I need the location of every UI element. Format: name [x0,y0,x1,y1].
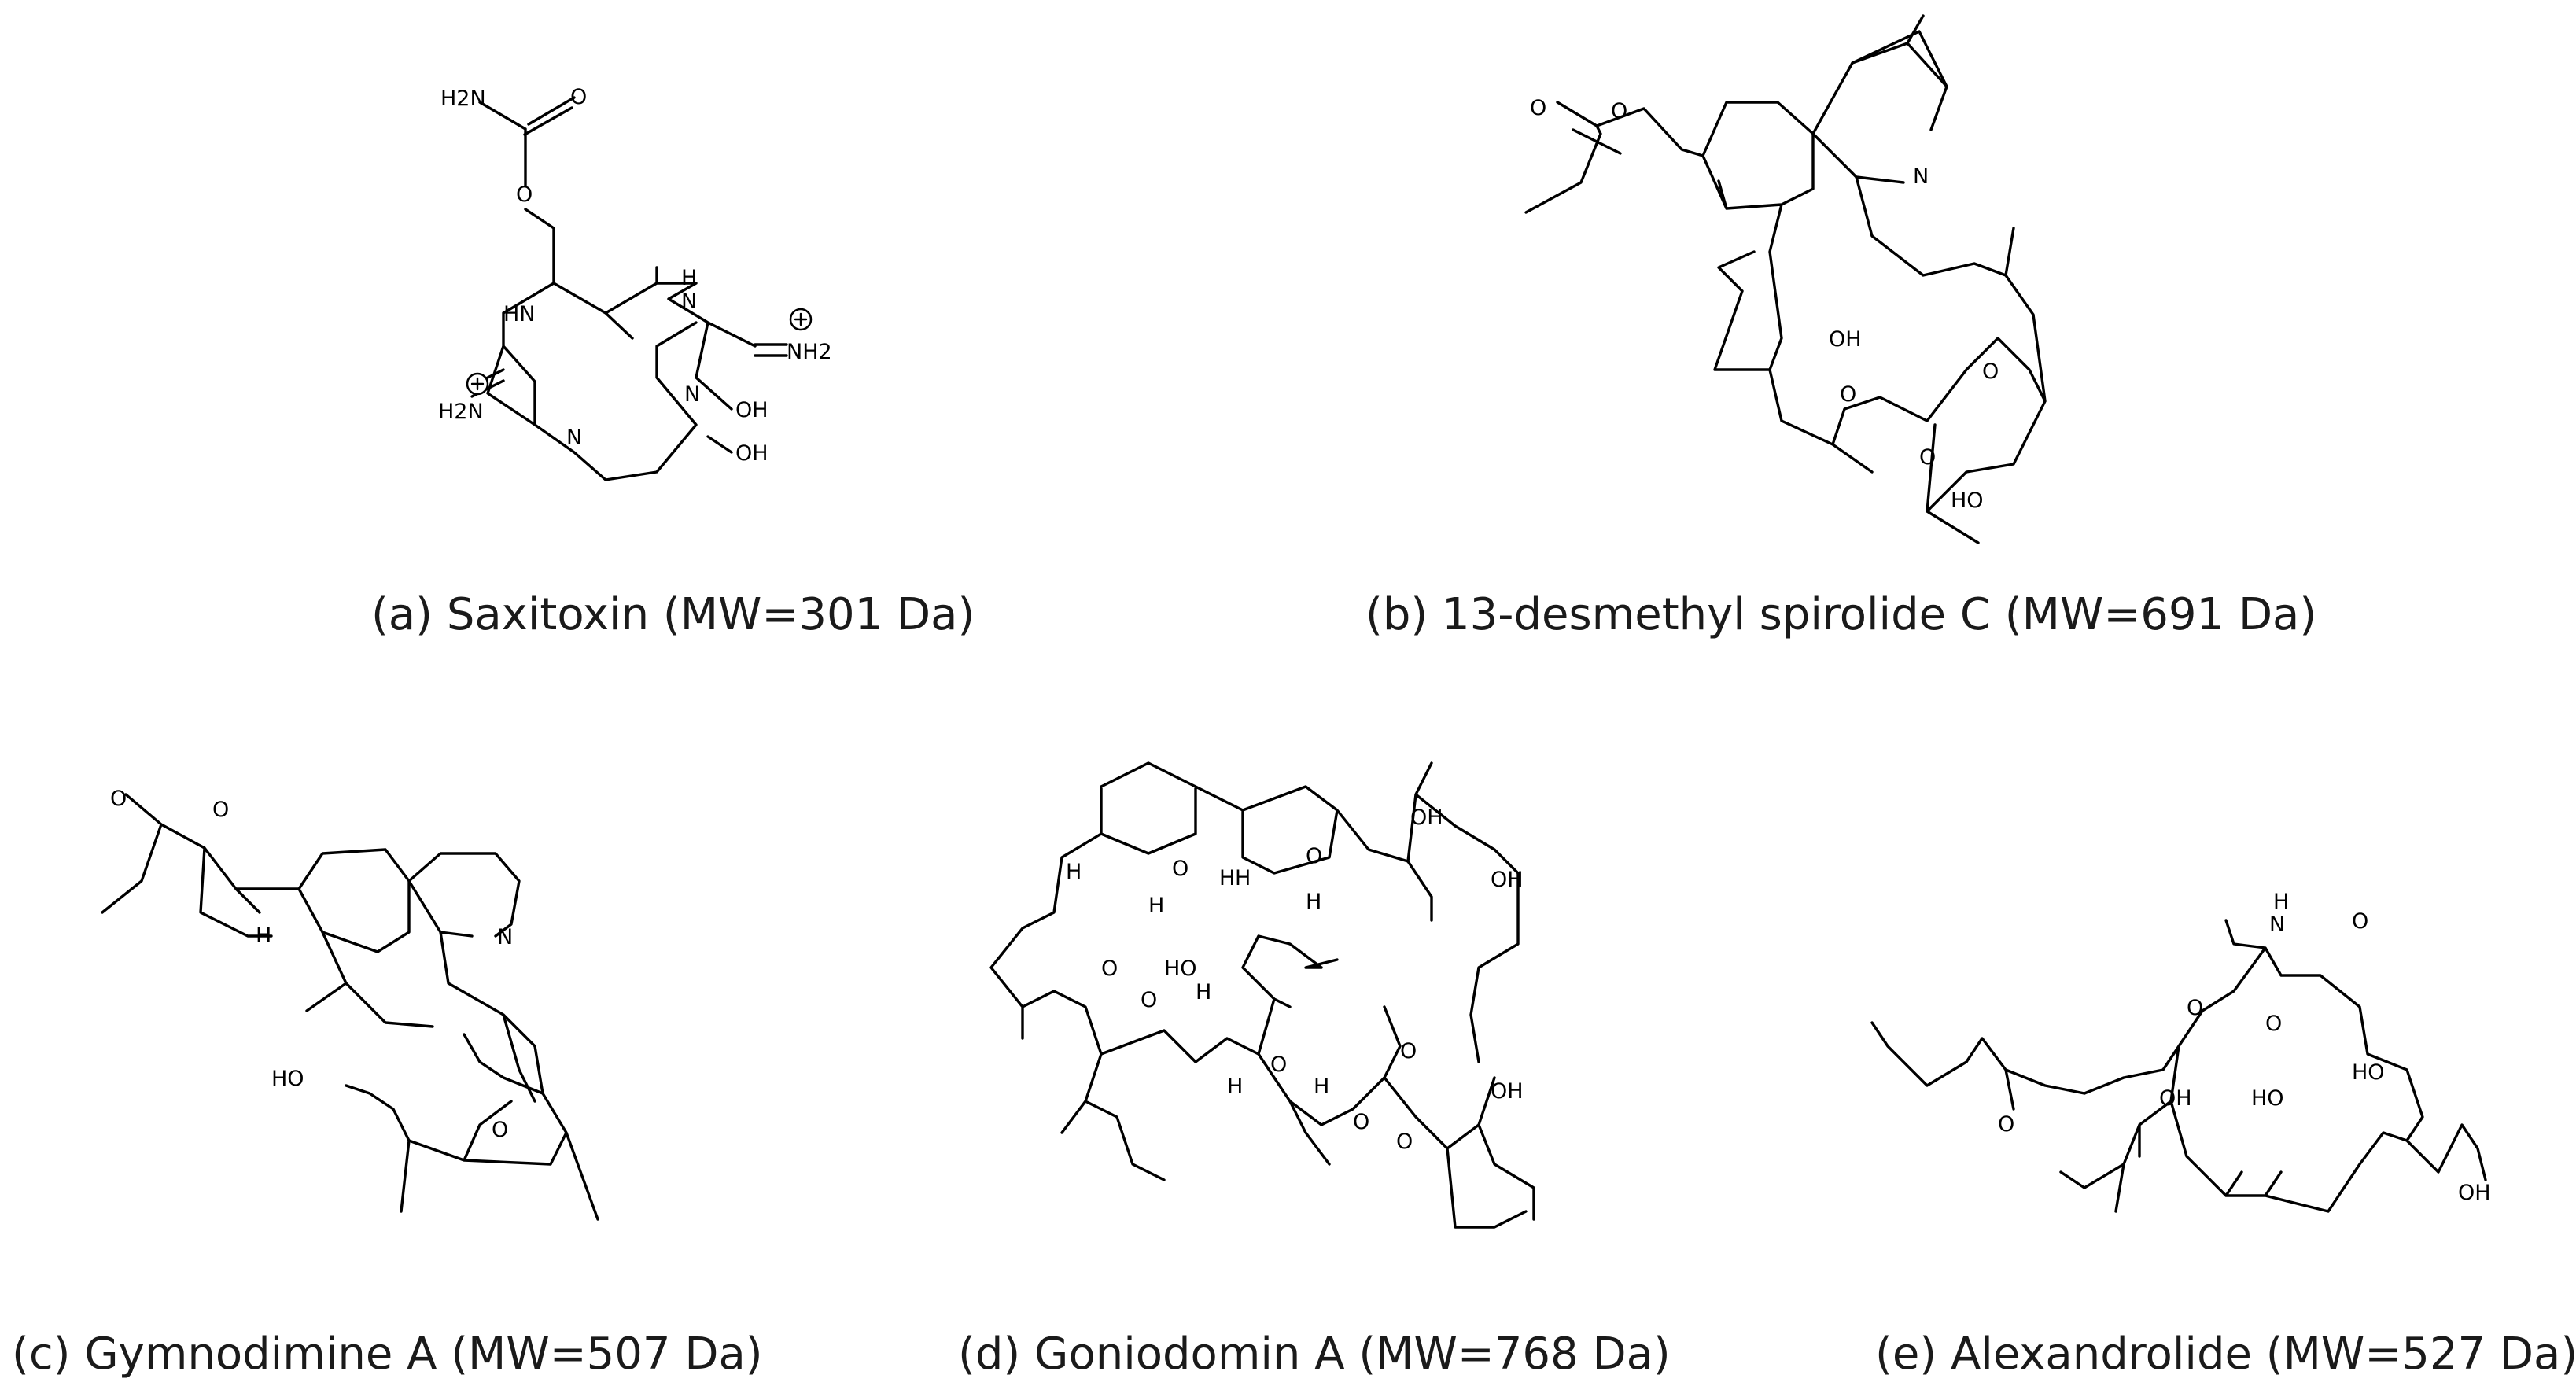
atom-oh-top-1: OH [1410,805,1443,830]
atom-h-right: H [681,266,697,290]
atom-hn-left: HN [503,302,536,326]
gymnodimine-structure [101,793,599,1221]
atom-o-pyran-top: O [1172,857,1188,881]
caption-d: (d) Goniodomin A (MW=768 Da) [958,1329,1671,1380]
atom-h-1: H [1066,860,1082,884]
atom-o-ketone: O [1998,1112,2014,1137]
atom-oh-1: OH [735,398,768,422]
spirolide-structure [1524,14,2047,544]
atom-nh2-right: NH2 [787,340,832,364]
atom-h2n-amide: H2N [440,87,486,111]
atom-o-carbonyl: O [110,787,127,811]
atom-h-3: H [1219,866,1235,890]
atom-h-5: H [1306,890,1321,914]
atom-o-carbonyl: O [2265,1012,2282,1036]
saxitoxin-structure [470,96,788,481]
charge-plus-right [789,308,813,331]
goniodomin-structure [989,761,1535,1229]
atom-o-spiro-1: O [1101,957,1118,981]
alexandrolide-structure [1870,919,2487,1213]
atom-o-ester-ring: O [2187,996,2203,1020]
alexandrolide-atom-labels: H N O O O O HO OH HO OH [1998,890,2491,1205]
atom-o-carbonyl: O [1530,96,1546,120]
panel-d-goniodomin: O O OH OH H H H H H O O HO H H H O O O O… [958,761,1671,1380]
panel-e-alexandrolide: H N O O O O HO OH HO OH (e) Alexandrolid… [1870,890,2576,1380]
caption-a: (a) Saxitoxin (MW=301 Da) [371,589,975,640]
atom-o-carbonyl: O [570,85,587,109]
atom-ho-bottom: HO [1951,488,1984,513]
atom-o-lactone: O [212,798,229,822]
atom-h2n-left: H2N [438,400,484,424]
atom-h-4: H [1235,866,1251,890]
atom-h-2: H [1148,894,1164,918]
charge-plus-left [466,372,489,396]
atom-oh-top-2: OH [1491,868,1524,892]
atom-h-6: H [1196,980,1211,1004]
caption-e: (e) Alexandrolide (MW=527 Da) [1875,1329,2576,1380]
atom-o-pyran-bottom: O [1396,1130,1413,1154]
spirolide-atom-labels: O O N OH O O O HO [1530,96,1999,513]
caption-b: (b) 13-desmethyl spirolide C (MW=691 Da) [1365,589,2316,640]
atom-ho-side: HO [271,1067,304,1091]
atom-o-pyran: O [1982,359,1999,384]
atom-oh-2: OH [735,441,768,466]
atom-o-ester: O [1400,1039,1417,1063]
atom-ho-mid: HO [1164,957,1197,981]
caption-c: (c) Gymnodimine A (MW=507 Da) [12,1329,763,1380]
atom-oh-side: OH [1829,327,1862,352]
atom-o-thf-1: O [1840,382,1856,407]
atom-oh-2: OH [2458,1181,2491,1205]
atom-n-imine: N [497,925,513,949]
atom-h-8: H [1314,1075,1329,1099]
atom-ho-1: HO [2352,1060,2385,1085]
atom-o-thf-2: O [1919,445,1936,470]
atom-o-carbonyl: O [1353,1110,1369,1134]
atom-h-7: H [1227,1075,1243,1099]
saxitoxin-atom-labels: H2N O O HN H N NH2 H2N N N OH OH [438,85,832,466]
atom-n-nh: N [2269,912,2285,937]
atom-o-thf: O [492,1118,508,1142]
atom-n-imine: N [1913,164,1929,189]
atom-h-nh: H [2273,890,2289,914]
goniodomin-atom-labels: O O OH OH H H H H H O O HO H H H O O O O… [1066,805,1524,1154]
atom-n-ring-left: N [566,426,582,450]
atom-o-lactone: O [1611,99,1627,123]
atom-h-stereo: H [256,923,271,948]
atom-n-right: N [681,289,697,314]
panel-b-spirolide: O O N OH O O O HO (b) 13-desmethyl spiro… [1365,14,2316,640]
atom-oh-1: OH [2159,1086,2192,1111]
atom-oh-bottom: OH [1491,1079,1524,1104]
atom-o-ester: O [516,182,533,207]
atom-n-ring-center: N [684,382,700,407]
atom-o-ring-mid: O [1270,1052,1287,1077]
panel-c-gymnodimine: O O H N HO O (c) Gymnodimine A (MW=507 D… [12,787,763,1380]
atom-ho-2: HO [2251,1086,2284,1111]
atom-o-amide: O [2352,909,2368,934]
panel-a-saxitoxin: H2N O O HN H N NH2 H2N N N OH OH (a) Sax… [371,85,975,640]
atom-o-thf-top: O [1306,844,1322,868]
gymnodimine-atom-labels: O O H N HO O [110,787,513,1142]
atom-o-spiro-2: O [1141,988,1157,1012]
